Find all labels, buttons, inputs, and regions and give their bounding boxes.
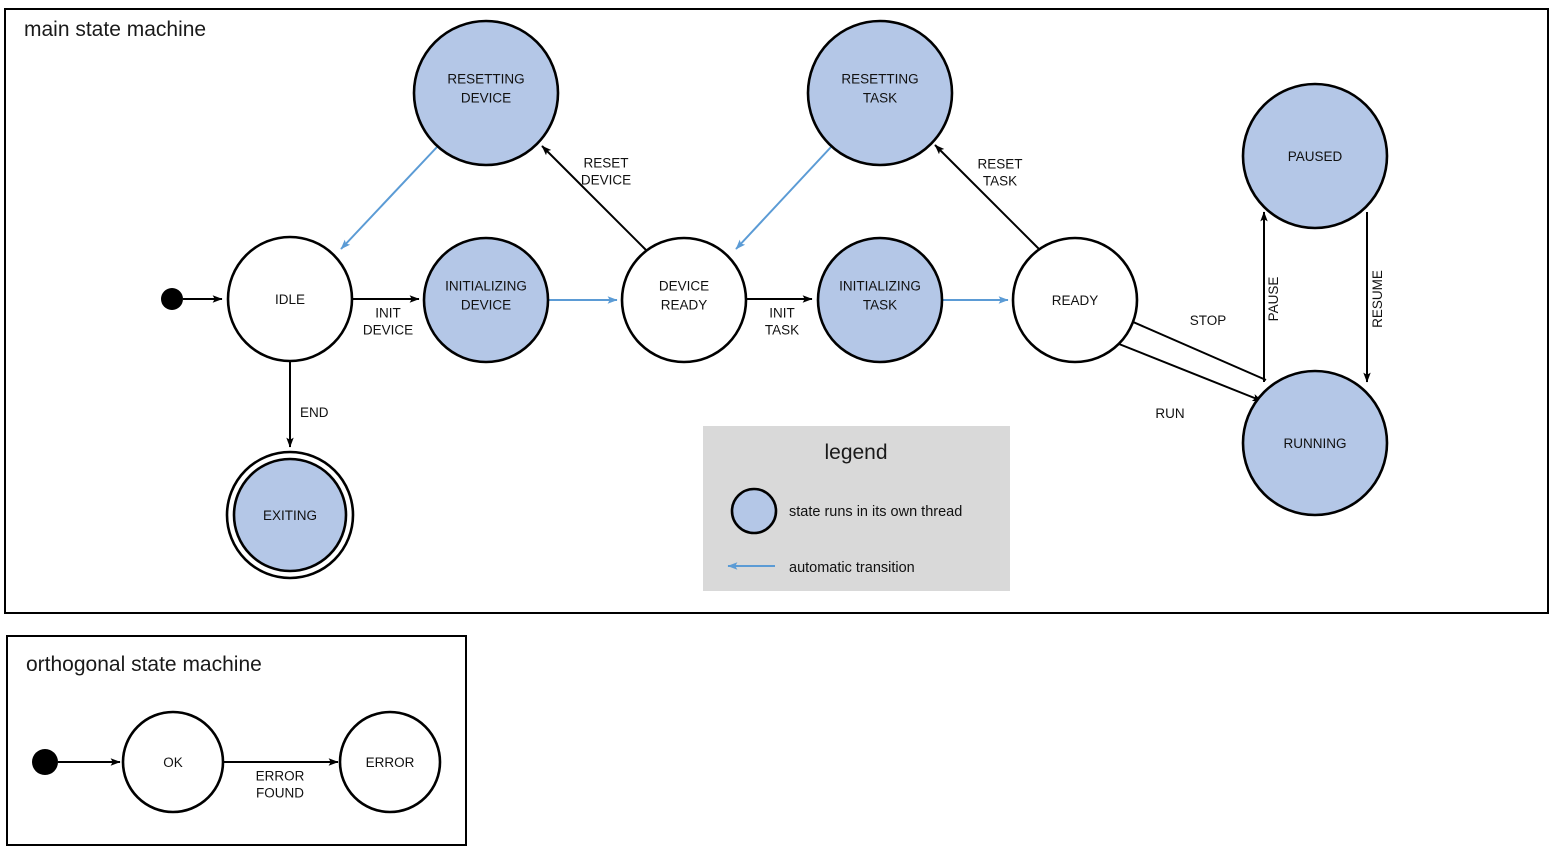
initial-pseudostate-orthogonal — [32, 749, 58, 775]
transition-t-deviceready-resetdevice — [541, 145, 649, 253]
transition-label-t-idle-exiting: END — [300, 405, 329, 420]
initial-pseudostate-main — [161, 288, 183, 310]
state-shape-initializing_device[interactable] — [422, 236, 550, 364]
transition-label-t-running-ready: STOP — [1190, 313, 1227, 328]
state-error[interactable]: ERROR — [338, 710, 442, 814]
transition-t-ready-resettask — [934, 144, 1042, 252]
transition-t-ready-running — [1118, 343, 1263, 402]
state-label-error: ERROR — [366, 755, 415, 770]
state-ok[interactable]: OK — [121, 710, 225, 814]
legend-item-label-legend-auto: automatic transition — [789, 560, 915, 576]
state-label-ready: READY — [1052, 293, 1099, 308]
state-shape-device_ready[interactable] — [620, 236, 748, 364]
state-label-running: RUNNING — [1284, 436, 1347, 451]
state-ready[interactable]: READY — [1011, 236, 1139, 364]
state-shape-initializing_task[interactable] — [816, 236, 944, 364]
transition-t-running-ready — [1123, 317, 1267, 381]
state-running[interactable]: RUNNING — [1241, 369, 1389, 517]
state-exiting[interactable]: EXITING — [225, 450, 355, 580]
state-idle[interactable]: IDLE — [226, 235, 354, 363]
legend-item-label-legend-thread: state runs in its own thread — [789, 504, 962, 520]
state-label-paused: PAUSED — [1288, 149, 1343, 164]
state-shape-exiting[interactable] — [232, 457, 348, 573]
state-shape-running[interactable] — [1241, 369, 1389, 517]
diagram-title-main: main state machine — [24, 18, 206, 41]
legend-swatch-thread-circle — [730, 487, 778, 535]
state-paused[interactable]: PAUSED — [1241, 82, 1389, 230]
state-shape-ready[interactable] — [1011, 236, 1139, 364]
state-shape-idle[interactable] — [226, 235, 354, 363]
state-shape-error[interactable] — [338, 710, 442, 814]
legend-title: legend — [824, 441, 887, 464]
state-shape-paused[interactable] — [1241, 82, 1389, 230]
transition-label-t-ready-running: RUN — [1155, 406, 1184, 421]
transitions-layer — [58, 144, 1371, 766]
state-label-ok: OK — [163, 755, 183, 770]
diagram-title-orthogonal: orthogonal state machine — [26, 653, 262, 676]
state-shape-resetting_task[interactable] — [806, 19, 954, 167]
transition-label-t-running-paused: PAUSE — [1266, 277, 1281, 322]
state-shape-resetting_device[interactable] — [412, 19, 560, 167]
transition-t-resettask-auto-ready — [735, 146, 832, 250]
transition-label-t-paused-running: RESUME — [1370, 270, 1385, 328]
state-shape-ok[interactable] — [121, 710, 225, 814]
legend-layer: legend state runs in its own thread automa… — [703, 426, 1010, 591]
transition-t-resetdevice-auto-idle — [340, 146, 438, 250]
state-label-exiting: EXITING — [263, 508, 317, 523]
state-label-idle: IDLE — [275, 292, 305, 307]
